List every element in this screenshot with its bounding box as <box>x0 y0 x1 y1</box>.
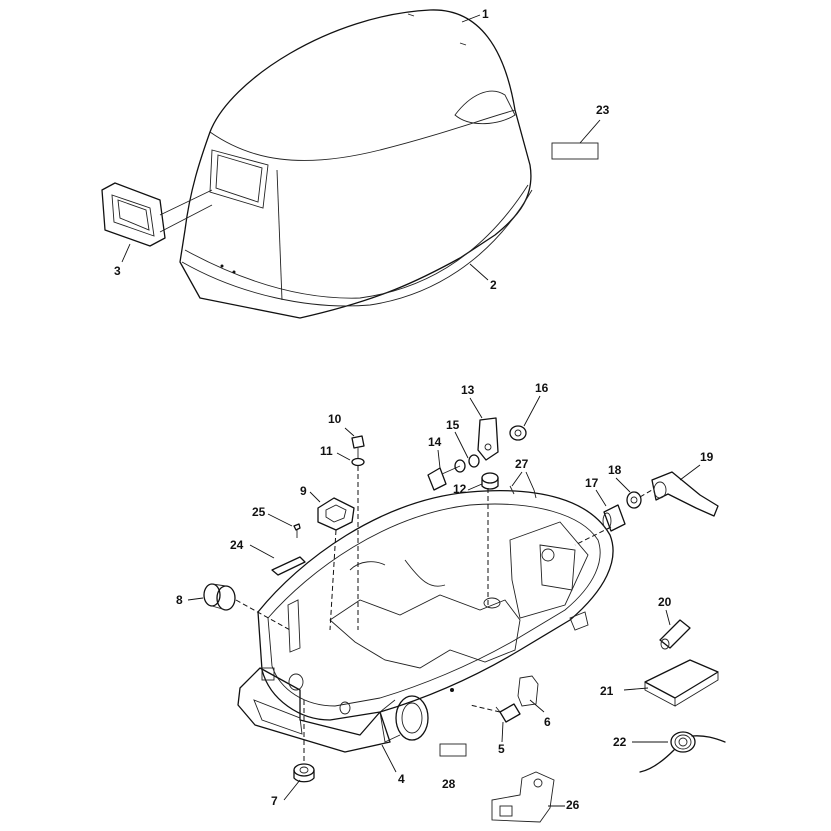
washer-18-part <box>626 491 642 509</box>
callout-6: 6 <box>544 715 551 729</box>
pad-21-part <box>644 659 719 707</box>
callout-27: 27 <box>515 457 529 471</box>
screw-27-part <box>509 485 537 499</box>
callout-3: 3 <box>114 264 121 278</box>
callout-22: 22 <box>613 735 627 749</box>
bottom-cowl-part <box>237 490 614 753</box>
callout-8: 8 <box>176 593 183 607</box>
callout-13: 13 <box>461 383 475 397</box>
callout-25: 25 <box>252 505 266 519</box>
callout-18: 18 <box>608 463 622 477</box>
washer-11-part <box>351 457 365 467</box>
plug-5-part <box>495 703 521 723</box>
bracket-9-part <box>317 497 355 531</box>
callout-14: 14 <box>428 435 442 449</box>
callout-2: 2 <box>490 278 497 292</box>
washer-16-part <box>509 425 527 441</box>
callout-9: 9 <box>300 484 307 498</box>
nut-7-part <box>293 763 315 783</box>
decal-26-part <box>491 771 555 823</box>
top-cowl-part <box>179 9 533 319</box>
bushing-17-part <box>602 504 626 532</box>
callout-15: 15 <box>446 418 460 432</box>
callout-11: 11 <box>320 444 333 458</box>
callout-10: 10 <box>328 412 342 426</box>
callout-20: 20 <box>658 595 672 609</box>
pin-20-part <box>659 619 691 650</box>
callout-12: 12 <box>453 482 467 496</box>
decal-28-part <box>439 743 467 757</box>
callout-19: 19 <box>700 450 714 464</box>
callout-5: 5 <box>498 742 505 756</box>
decal-6-part <box>517 675 539 707</box>
callout-26: 26 <box>566 798 580 812</box>
callout-17: 17 <box>585 476 599 490</box>
screw-10-part <box>351 435 365 458</box>
screw-25-part <box>293 523 301 538</box>
decal-24-part <box>271 556 306 576</box>
callout-21: 21 <box>600 684 614 698</box>
callout-7: 7 <box>271 794 278 808</box>
hose-22-part <box>639 731 726 773</box>
decal-23-part <box>551 142 599 160</box>
washer-15-part <box>454 454 480 473</box>
bolt-14-part <box>427 465 461 491</box>
callout-24: 24 <box>230 538 244 552</box>
lever-19-part <box>651 471 719 517</box>
callout-16: 16 <box>535 381 549 395</box>
grommet-12-part <box>481 472 499 490</box>
callout-1: 1 <box>482 7 489 21</box>
bracket-13-part <box>477 417 499 461</box>
leader-lines <box>121 14 701 807</box>
callout-23: 23 <box>596 103 610 117</box>
grommet-8-part <box>203 583 236 611</box>
assembly-lines <box>235 466 653 762</box>
callout-4: 4 <box>398 772 405 786</box>
callout-28: 28 <box>442 777 456 791</box>
air-intake-grommet-part <box>101 182 213 247</box>
